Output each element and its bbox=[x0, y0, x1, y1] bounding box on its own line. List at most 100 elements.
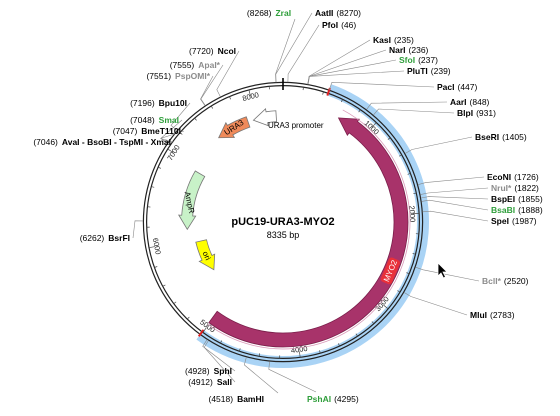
restriction-site-label[interactable]: PacI(447) bbox=[437, 82, 478, 92]
site-leader-line bbox=[307, 39, 371, 85]
restriction-site-label[interactable]: BspEI(1855) bbox=[491, 194, 543, 204]
restriction-site-label[interactable]: AatII(8270) bbox=[315, 8, 361, 18]
site-position: (8268) bbox=[247, 8, 272, 18]
backbone bbox=[142, 78, 424, 363]
site-enzyme-name[interactable]: SpeI bbox=[491, 216, 509, 226]
site-position: (447) bbox=[458, 82, 478, 92]
site-position: (848) bbox=[470, 97, 490, 107]
restriction-site-label[interactable]: BclI*(2520) bbox=[482, 276, 529, 286]
restriction-site-label[interactable]: SfoI(237) bbox=[399, 55, 438, 65]
plasmid-size: 8335 bp bbox=[267, 230, 300, 240]
site-position: (237) bbox=[418, 55, 438, 65]
site-enzyme-name[interactable]: BclI* bbox=[482, 276, 502, 286]
restriction-site-label[interactable]: PluTI(239) bbox=[407, 66, 451, 76]
feature-myo2[interactable] bbox=[208, 117, 409, 348]
site-enzyme-name[interactable]: PacI bbox=[437, 82, 455, 92]
mouse-cursor-icon bbox=[437, 262, 448, 279]
site-enzyme-name[interactable]: MluI bbox=[470, 310, 487, 320]
restriction-site-label[interactable]: SpeI(1987) bbox=[491, 216, 537, 226]
site-enzyme-name[interactable]: BseRI bbox=[475, 132, 499, 142]
site-enzyme-name[interactable]: BlpI bbox=[457, 108, 473, 118]
site-position: (239) bbox=[431, 66, 451, 76]
restriction-site-label[interactable]: NarI(236) bbox=[389, 45, 429, 55]
restriction-site-label[interactable]: PfoI(46) bbox=[322, 20, 356, 30]
minor-tick bbox=[319, 350, 321, 354]
restriction-site-label[interactable]: PshAI(4295) bbox=[307, 394, 359, 404]
site-leader-line bbox=[170, 102, 191, 131]
site-enzyme-name[interactable]: ApaI* bbox=[198, 60, 220, 70]
restriction-site-label[interactable]: (7196)Bpu10I bbox=[130, 98, 187, 108]
minor-tick bbox=[338, 343, 340, 347]
site-enzyme-name[interactable]: SalI bbox=[217, 377, 232, 387]
site-enzyme-name[interactable]: PluTI bbox=[407, 66, 428, 76]
restriction-site-label[interactable]: (6262)BsrFI bbox=[80, 233, 130, 243]
major-tick bbox=[371, 122, 377, 128]
site-leader-line bbox=[200, 75, 214, 106]
restriction-site-label[interactable]: (4928)SphI bbox=[185, 366, 232, 376]
site-enzyme-name[interactable]: NcoI bbox=[218, 46, 236, 56]
restriction-site-label[interactable]: (4518)BamHI bbox=[208, 394, 264, 404]
restriction-site-label[interactable]: (7720)NcoI bbox=[189, 46, 236, 56]
minor-tick bbox=[179, 132, 183, 135]
site-enzyme-name[interactable]: SfoI bbox=[399, 55, 415, 65]
tick-label: 2000 bbox=[407, 205, 417, 222]
site-position: (235) bbox=[394, 35, 414, 45]
restriction-site-label[interactable]: BseRI(1405) bbox=[475, 132, 527, 142]
restriction-site-label[interactable]: (8268)ZraI bbox=[247, 8, 291, 18]
site-enzyme-name[interactable]: ZraI bbox=[275, 8, 291, 18]
site-leader-line bbox=[275, 18, 296, 83]
site-leader-line bbox=[417, 176, 485, 185]
site-enzyme-name[interactable]: AvaI - BsoBI - TspMI - XmaI bbox=[62, 137, 171, 147]
restriction-site-label[interactable]: (7555)ApaI* bbox=[170, 60, 221, 70]
restriction-site-label[interactable]: BsaBI(1888) bbox=[491, 205, 543, 215]
site-enzyme-name[interactable]: NarI bbox=[389, 45, 406, 55]
site-enzyme-name[interactable]: PfoI bbox=[322, 20, 338, 30]
restriction-site-label[interactable]: (7048)SmaI bbox=[130, 115, 179, 125]
site-enzyme-name[interactable]: PshAI bbox=[307, 394, 331, 404]
site-enzyme-name[interactable]: Bpu10I bbox=[159, 98, 187, 108]
tick-label: 4000 bbox=[290, 344, 308, 355]
restriction-site-label[interactable]: NruI*(1822) bbox=[491, 183, 539, 193]
restriction-site-label[interactable]: KasI(235) bbox=[373, 35, 414, 45]
site-enzyme-name[interactable]: BspEI bbox=[491, 194, 515, 204]
site-enzyme-name[interactable]: SphI bbox=[214, 366, 232, 376]
site-enzyme-name[interactable]: BsaBI bbox=[491, 205, 515, 215]
site-position: (1405) bbox=[502, 132, 527, 142]
site-leader-line bbox=[307, 49, 387, 85]
minor-tick bbox=[322, 91, 324, 95]
tick-label: 6000 bbox=[151, 237, 163, 255]
site-position: (7047) bbox=[113, 126, 138, 136]
restriction-site-label[interactable]: BlpI(931) bbox=[457, 108, 496, 118]
site-enzyme-name[interactable]: BmeT110I bbox=[141, 126, 181, 136]
feature-ampr[interactable] bbox=[177, 170, 206, 231]
site-position: (46) bbox=[341, 20, 356, 30]
site-leader-line bbox=[307, 70, 405, 85]
site-enzyme-name[interactable]: SmaI bbox=[159, 115, 179, 125]
site-enzyme-name[interactable]: KasI bbox=[373, 35, 391, 45]
restriction-site-label[interactable]: EcoNI(1726) bbox=[487, 172, 539, 182]
site-enzyme-name[interactable]: BamHI bbox=[237, 394, 264, 404]
feature-ori[interactable] bbox=[195, 239, 216, 271]
restriction-site-label[interactable]: MluI(2783) bbox=[470, 310, 515, 320]
selection-end-marker[interactable] bbox=[197, 329, 205, 337]
feature-myo2-outline bbox=[207, 109, 411, 350]
site-enzyme-name[interactable]: PspOMI* bbox=[175, 71, 211, 81]
feature-ura3-promoter[interactable] bbox=[252, 108, 277, 127]
restriction-site-label[interactable]: (7046)AvaI - BsoBI - TspMI - XmaI bbox=[33, 137, 171, 147]
site-enzyme-name[interactable]: NruI* bbox=[491, 183, 512, 193]
site-enzyme-name[interactable]: BsrFI bbox=[108, 233, 130, 243]
minor-tick bbox=[173, 301, 177, 304]
restriction-site-label[interactable]: (4912) SalI bbox=[188, 377, 232, 387]
restriction-site-label[interactable]: AarI(848) bbox=[450, 97, 490, 107]
feature-ura3[interactable] bbox=[218, 116, 251, 139]
restriction-site-label[interactable]: (7047)BmeT110I bbox=[113, 126, 181, 136]
site-position: (4912) bbox=[188, 377, 213, 387]
site-enzyme-name[interactable]: EcoNI bbox=[487, 172, 511, 182]
minor-tick bbox=[387, 137, 391, 140]
major-tick bbox=[299, 351, 301, 358]
minor-tick bbox=[398, 154, 402, 157]
site-enzyme-name[interactable]: AatII bbox=[315, 8, 333, 18]
site-enzyme-name[interactable]: AarI bbox=[450, 97, 467, 107]
restriction-site-label[interactable]: (7551)PspOMI* bbox=[146, 71, 210, 81]
